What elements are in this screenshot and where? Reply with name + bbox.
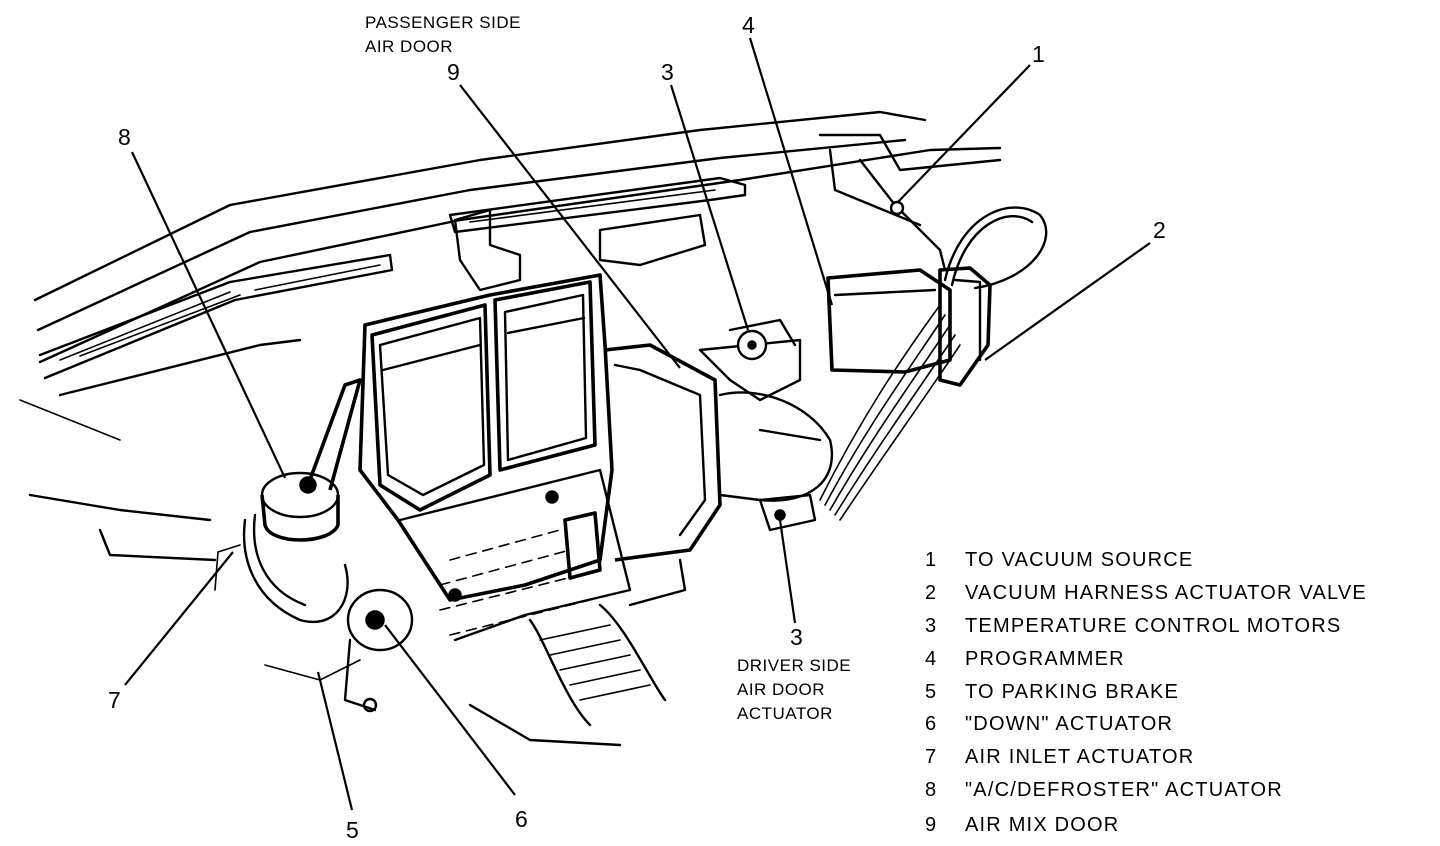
driver-caption-line1: DRIVER SIDE (737, 656, 851, 675)
legend: 1 TO VACUUM SOURCE 2 VACUUM HARNESS ACTU… (925, 549, 1367, 836)
leader-9 (459, 84, 681, 369)
callout-8: 8 (118, 124, 131, 150)
leader-1 (897, 64, 1031, 203)
legend-item: 5 TO PARKING BRAKE (925, 681, 1179, 703)
legend-label: AIR MIX DOOR (965, 814, 1119, 836)
legend-label: TO VACUUM SOURCE (965, 549, 1193, 571)
legend-label: VACUUM HARNESS ACTUATOR VALVE (965, 582, 1367, 604)
legend-number: 4 (925, 648, 937, 670)
leader-lines (124, 37, 1151, 811)
leader-8 (131, 151, 286, 479)
legend-label: "A/C/DEFROSTER" ACTUATOR (965, 779, 1283, 801)
leader-4 (748, 37, 834, 306)
legend-item: 4 PROGRAMMER (925, 648, 1125, 670)
legend-number: 8 (925, 779, 937, 801)
passenger-caption-line1: PASSENGER SIDE (365, 13, 521, 32)
passenger-caption-line2: AIR DOOR (365, 37, 453, 56)
callout-4: 4 (742, 12, 755, 38)
callout-9: 9 (447, 59, 460, 85)
driver-caption-line3: ACTUATOR (737, 704, 833, 723)
callout-3-bottom: 3 (790, 624, 803, 650)
legend-label: TEMPERATURE CONTROL MOTORS (965, 615, 1341, 637)
legend-number: 7 (925, 746, 937, 768)
callout-numbers: 1 2 3 3 4 5 6 7 8 9 (108, 12, 1166, 843)
callout-7: 7 (108, 687, 121, 713)
callout-6: 6 (515, 806, 528, 832)
leader-5 (316, 671, 354, 811)
legend-number: 3 (925, 615, 937, 637)
legend-number: 1 (925, 549, 937, 571)
legend-label: TO PARKING BRAKE (965, 681, 1179, 703)
driver-side-caption: DRIVER SIDE AIR DOOR ACTUATOR (737, 656, 851, 723)
legend-label: AIR INLET ACTUATOR (965, 746, 1194, 768)
legend-label: "DOWN" ACTUATOR (965, 713, 1173, 735)
legend-number: 2 (925, 582, 937, 604)
legend-item: 1 TO VACUUM SOURCE (925, 549, 1193, 571)
legend-item: 2 VACUUM HARNESS ACTUATOR VALVE (925, 582, 1367, 604)
legend-item: 9 AIR MIX DOOR (925, 814, 1119, 836)
legend-item: 6 "DOWN" ACTUATOR (925, 713, 1173, 735)
callout-1: 1 (1032, 41, 1045, 67)
legend-item: 7 AIR INLET ACTUATOR (925, 746, 1194, 768)
callout-3-top: 3 (661, 59, 674, 85)
leader-6 (384, 624, 516, 796)
leader-2 (984, 242, 1151, 361)
driver-caption-line2: AIR DOOR (737, 680, 825, 699)
legend-number: 6 (925, 713, 937, 735)
legend-item: 3 TEMPERATURE CONTROL MOTORS (925, 615, 1341, 637)
legend-number: 9 (925, 814, 937, 836)
leader-7 (124, 551, 234, 686)
dashboard-illustration (19, 110, 1048, 747)
legend-number: 5 (925, 681, 937, 703)
leader-3-bottom (778, 519, 797, 624)
leader-3-top (669, 84, 750, 331)
legend-label: PROGRAMMER (965, 648, 1125, 670)
passenger-side-caption: PASSENGER SIDE AIR DOOR (365, 13, 521, 56)
callout-5: 5 (346, 817, 359, 843)
callout-2: 2 (1153, 217, 1166, 243)
legend-item: 8 "A/C/DEFROSTER" ACTUATOR (925, 779, 1283, 801)
